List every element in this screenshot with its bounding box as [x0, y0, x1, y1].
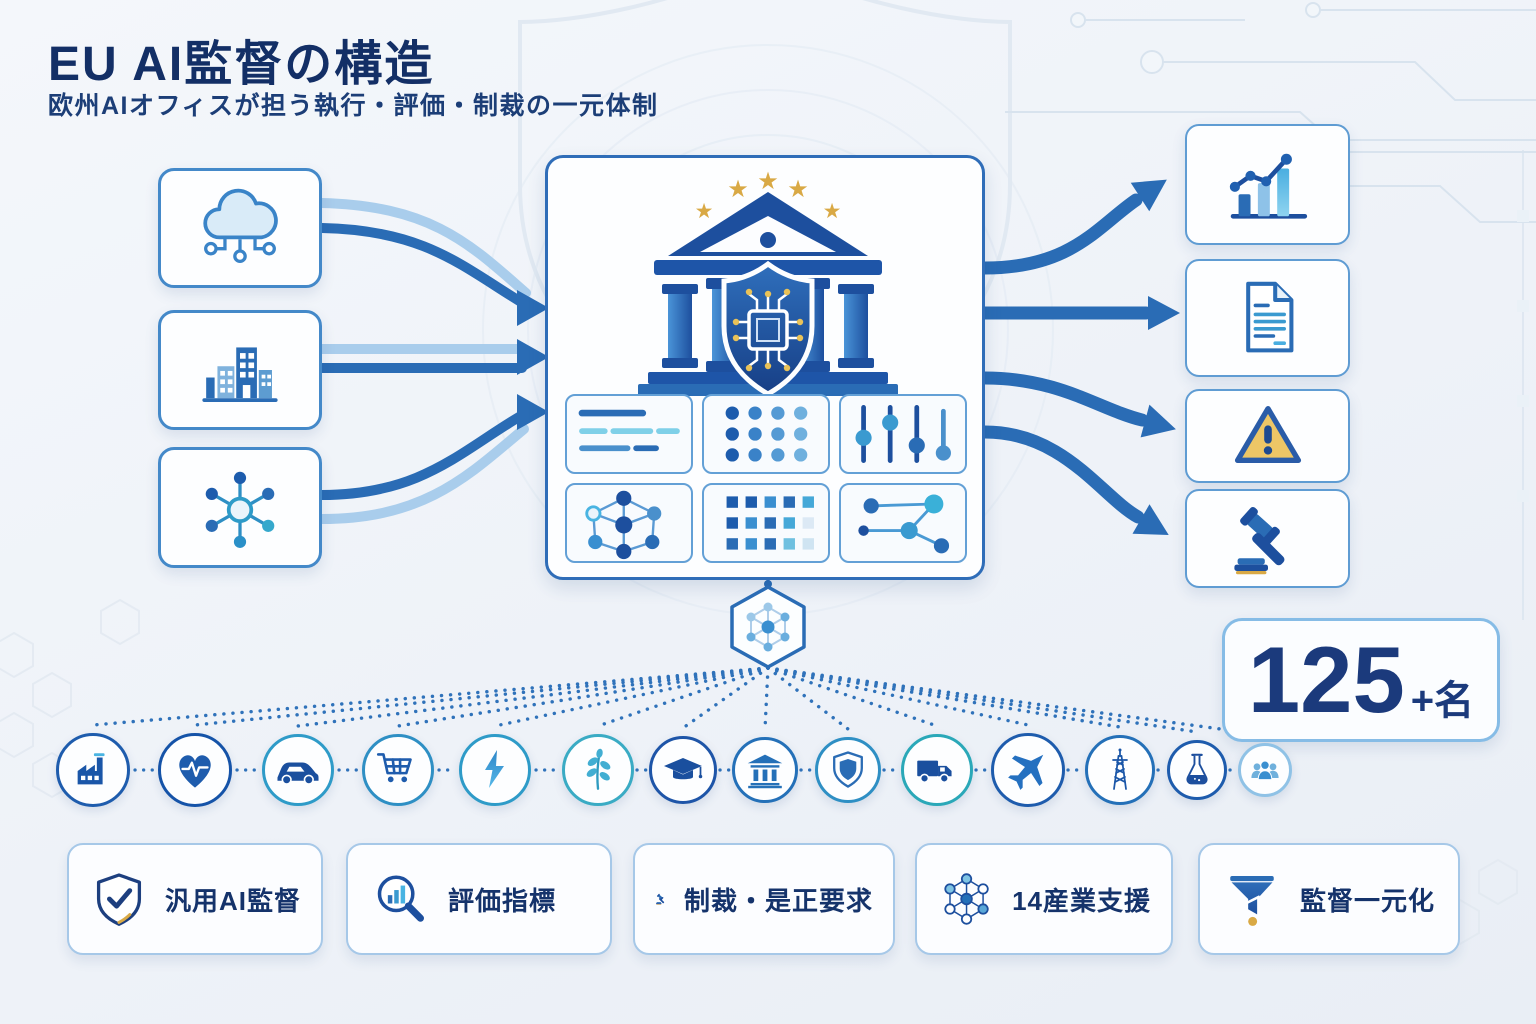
gavel-icon — [1233, 506, 1284, 574]
industry-circle-logistics — [901, 734, 973, 806]
eu-stars: ★ ★ ★ ★ ★ — [695, 168, 842, 223]
bar-line-chart-icon — [1229, 153, 1307, 219]
right-arrowheads — [1130, 179, 1180, 535]
airplane-icon — [1008, 754, 1044, 790]
svg-text:★: ★ — [695, 200, 714, 223]
svg-text:★: ★ — [787, 176, 809, 203]
feature-card-evaluation-metrics: 評価指標 — [346, 843, 612, 955]
industry-circle-finance — [732, 737, 798, 803]
industry-circle-agriculture — [562, 734, 634, 806]
people-icon — [1251, 760, 1279, 781]
bank-icon — [747, 754, 783, 789]
transmission-tower-icon — [1112, 748, 1128, 790]
factory-icon — [77, 753, 105, 785]
page-title: EU AI監督の構造 — [48, 38, 435, 91]
panel-dot-grid — [702, 394, 830, 474]
education-cap-icon — [664, 758, 703, 780]
document-icon — [1245, 281, 1293, 353]
source-box-network — [158, 447, 322, 568]
svg-text:★: ★ — [727, 176, 749, 203]
output-box-analytics — [1185, 124, 1350, 245]
industry-circle-health — [158, 733, 232, 807]
shield-check-icon — [96, 873, 142, 926]
panel-cube-network — [565, 483, 693, 563]
dotted-fan-lines — [91, 666, 1267, 737]
industry-circle-aviation — [991, 733, 1065, 807]
warning-triangle-icon — [1234, 405, 1301, 463]
source-box-enterprises — [158, 310, 322, 430]
cloud-network-icon — [203, 188, 278, 264]
panel-data-matrix — [702, 483, 830, 563]
industry-circle-security — [815, 737, 881, 803]
energy-bolt-icon — [485, 750, 504, 788]
output-box-sanctions — [1185, 489, 1350, 588]
panel-document-lines — [565, 394, 693, 474]
feature-label: 14産業支援 — [1012, 885, 1151, 916]
feature-label: 評価指標 — [448, 885, 557, 916]
panel-sliders — [839, 394, 967, 474]
right-flow-arrows — [978, 193, 1153, 524]
industry-circle-retail — [362, 734, 434, 806]
stat-suffix: +名 — [1410, 679, 1475, 723]
hexagon-distribution-node — [730, 585, 806, 669]
svg-text:★: ★ — [823, 200, 842, 223]
page-subtitle: 欧州AIオフィスが担う執行・評価・制裁の一元体制 — [48, 92, 659, 120]
health-heart-icon — [179, 755, 211, 788]
source-box-cloud — [158, 168, 322, 288]
office-function-panels — [565, 394, 967, 563]
panel-node-graph — [839, 483, 967, 563]
industry-circle-automotive — [262, 734, 334, 806]
feature-label: 監督一元化 — [1300, 885, 1436, 916]
output-box-warnings — [1185, 389, 1350, 483]
output-box-reports — [1185, 259, 1350, 377]
feature-card-general-ai-supervision: 汎用AI監督 — [67, 843, 323, 955]
flask-icon — [1186, 753, 1208, 785]
svg-text:★: ★ — [757, 168, 779, 195]
feature-card-industry-support: 14産業支援 — [915, 843, 1173, 955]
industry-circle-education — [649, 736, 717, 804]
feature-label: 汎用AI監督 — [164, 885, 301, 916]
gavel-icon — [656, 893, 665, 905]
industry-circle-public — [1238, 743, 1292, 797]
agriculture-plant-icon — [586, 748, 611, 790]
left-flow-arrows — [317, 198, 549, 524]
staff-count-stat: 125 +名 — [1222, 618, 1500, 742]
eu-institution-shield-chip-icon: ★ ★ ★ ★ ★ — [638, 168, 898, 397]
truck-icon — [917, 760, 952, 783]
car-icon — [277, 762, 319, 785]
circuit-traces — [1005, 2, 1536, 620]
industry-circle-energy — [459, 734, 531, 806]
buildings-icon — [202, 347, 278, 402]
feature-card-sanctions-correction: 制裁・是正要求 — [633, 843, 895, 955]
network-hub-icon — [205, 471, 275, 548]
funnel-icon — [1230, 875, 1274, 926]
magnifier-chart-icon — [377, 875, 424, 922]
industry-circle-manufacturing — [56, 733, 130, 807]
industry-circle-research — [1167, 740, 1227, 800]
network-nodes-icon — [944, 873, 989, 925]
shopping-cart-icon — [376, 753, 412, 783]
feature-label: 制裁・是正要求 — [683, 885, 873, 916]
feature-card-unified-supervision: 監督一元化 — [1198, 843, 1460, 955]
stat-value: 125 — [1247, 627, 1405, 732]
industry-circle-infrastructure — [1085, 735, 1155, 805]
shield-icon — [833, 751, 863, 788]
eu-ai-office-box: ★ ★ ★ ★ ★ — [545, 155, 985, 580]
